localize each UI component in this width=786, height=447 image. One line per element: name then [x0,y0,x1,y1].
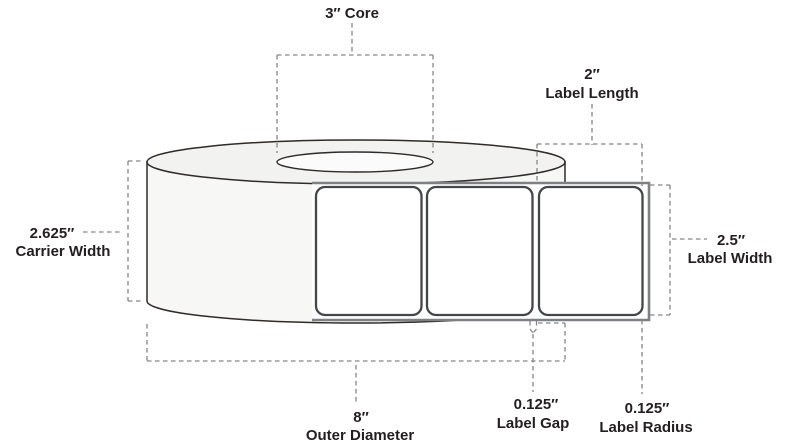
label-3 [537,185,644,317]
core-dimension-text: 3″ Core [325,5,379,22]
label-strip [312,181,651,322]
label-radius-value: 0.125″ [625,400,670,417]
label-length-dimension-lines [536,104,643,186]
label-radius-label: Label Radius [599,419,692,436]
outer-diameter-dimension-lines [146,322,566,402]
label-1 [314,185,423,317]
annotations: 3″ Core 2″ Label Length 2.625″ Carrier W… [16,5,773,444]
label-length-label: Label Length [545,85,638,102]
label-width-dimension-lines [650,184,707,316]
core-hole [276,151,434,173]
label-gap-label: Label Gap [497,415,570,432]
outer-diameter-label: Outer Diameter [306,427,415,444]
label-length-value: 2″ [584,66,600,83]
core-dimension-lines [276,23,434,153]
label-width-value: 2.5″ [717,232,745,249]
label-width-label: Label Width [688,250,773,267]
carrier-width-dimension-lines [83,160,143,302]
label-gap-dimension-lines [529,321,538,392]
carrier-width-label: Carrier Width [16,243,111,260]
label-2 [425,185,534,317]
outer-diameter-value: 8″ [353,409,369,426]
label-gap-value: 0.125″ [514,396,559,413]
carrier-width-value: 2.625″ [30,225,75,242]
